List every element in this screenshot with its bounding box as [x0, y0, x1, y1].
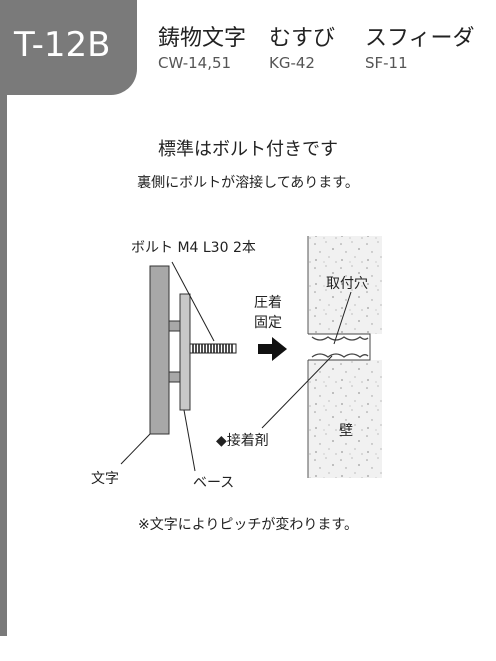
base-leader-line	[183, 409, 196, 472]
hole-leader-line	[333, 291, 352, 345]
bolt-leader-line	[171, 261, 215, 342]
series-name: スフィーダ	[365, 26, 475, 51]
hole-label: 取付穴	[326, 276, 368, 292]
standoff-upper	[168, 320, 181, 332]
bolt-label: ボルト M4 L30 2本	[131, 240, 256, 256]
series-code: KG-42	[269, 54, 315, 72]
press-label-line2: 固定	[254, 315, 282, 331]
adhesive-leader-line	[261, 355, 333, 429]
standoff-lower	[168, 371, 181, 383]
series-cast-letters: 鋳物文字 CW-14,51	[158, 26, 246, 72]
wall-label: 壁	[339, 423, 353, 439]
footnote: ※文字によりピッチが変わります。	[137, 517, 359, 533]
series-musubi: むすび KG-42	[269, 26, 335, 72]
letter-block	[149, 265, 170, 435]
series-name: むすび	[269, 26, 336, 51]
product-code: T-12B	[14, 25, 111, 65]
letter-label: 文字	[91, 471, 119, 487]
base-label: ベース	[193, 475, 235, 491]
letter-leader-line	[120, 433, 151, 465]
product-code-tab: T-12B	[0, 0, 137, 95]
adhesive-label: ◆接着剤	[216, 433, 269, 449]
series-name: 鋳物文字	[158, 26, 247, 51]
base-plate	[179, 293, 191, 411]
press-arrow-icon	[258, 337, 287, 361]
left-border-rule	[0, 0, 7, 636]
mounting-hole	[308, 333, 371, 361]
series-code: CW-14,51	[158, 54, 232, 72]
subheading: 裏側にボルトが溶接してあります。	[137, 175, 359, 191]
series-sfida: スフィーダ SF-11	[365, 26, 475, 72]
press-label-line1: 圧着	[254, 295, 282, 311]
series-code: SF-11	[365, 54, 408, 72]
bolt	[189, 343, 237, 354]
heading: 標準はボルト付きです	[158, 139, 338, 160]
